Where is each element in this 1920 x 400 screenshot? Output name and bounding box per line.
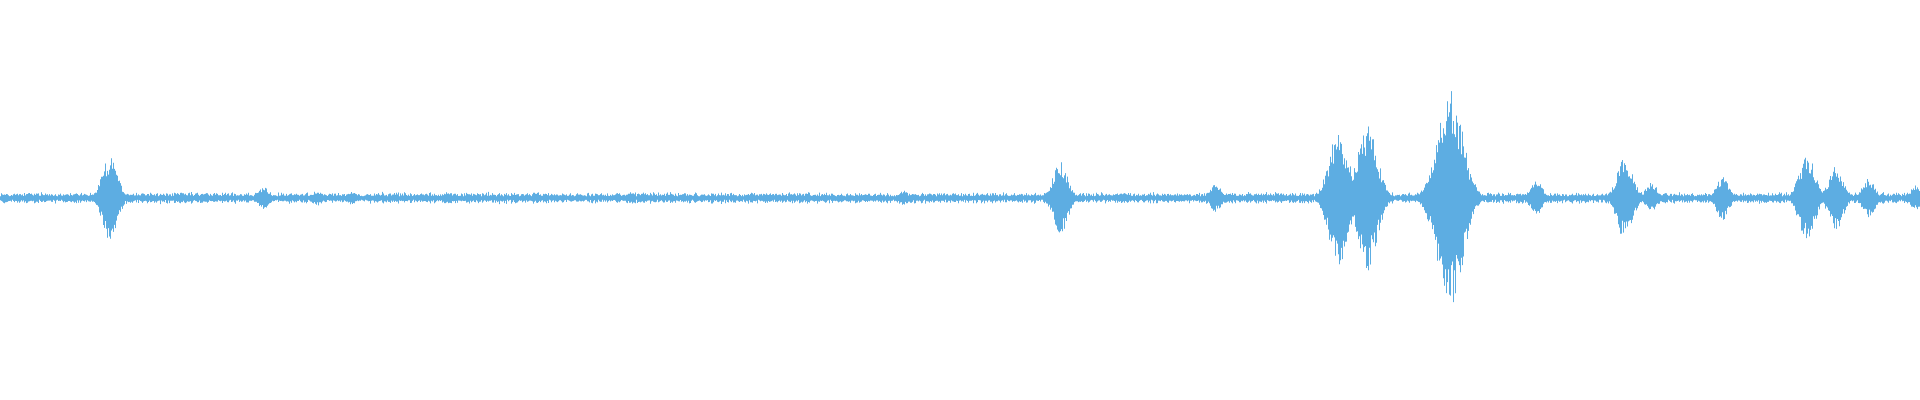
waveform-trace: [0, 91, 1920, 303]
waveform-path: [0, 91, 1920, 303]
